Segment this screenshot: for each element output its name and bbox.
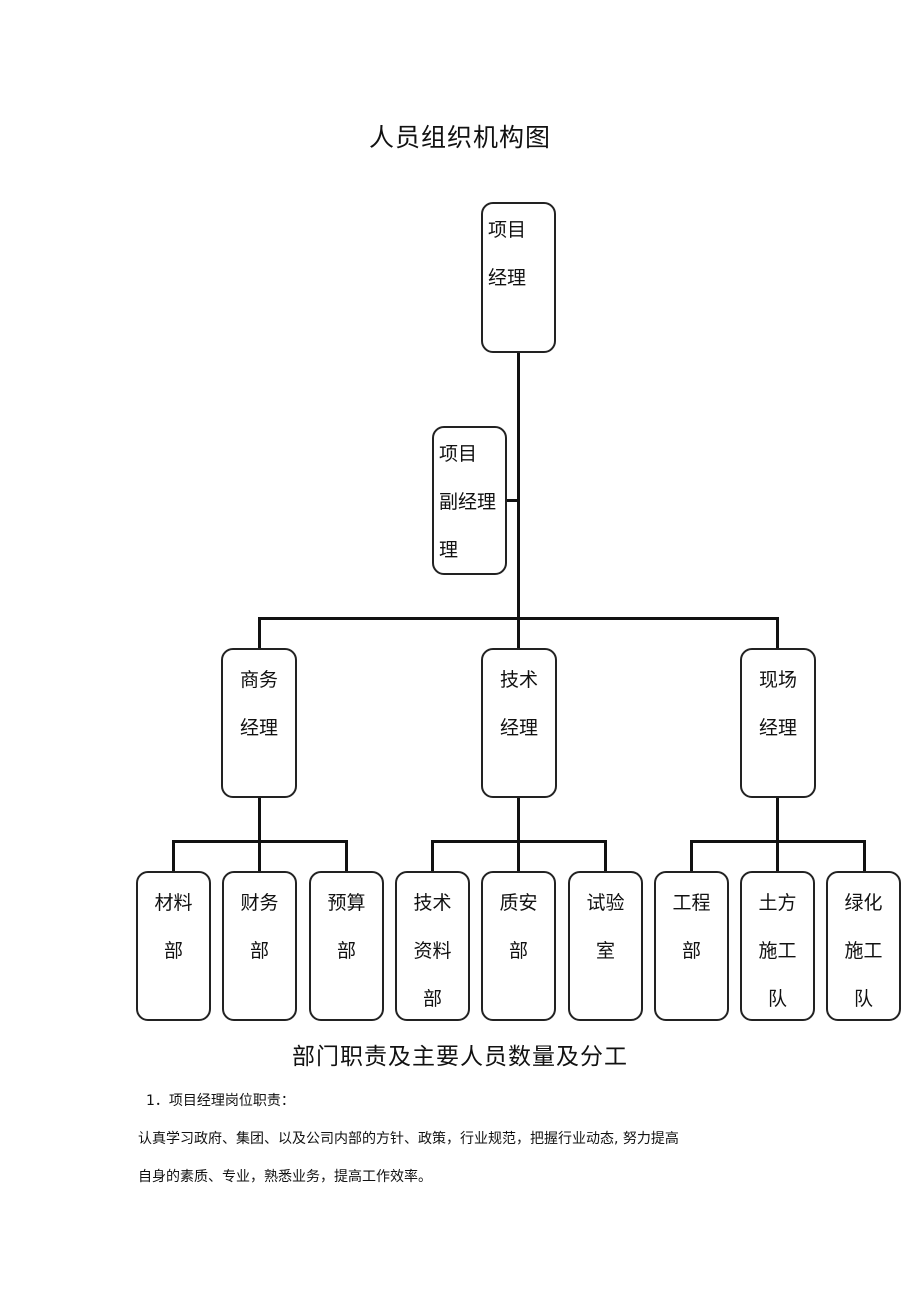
node-label-line: 土方 — [758, 892, 797, 914]
duty-heading: 1．项目经理岗位职责： — [146, 1093, 295, 1109]
node-label-line: 质安 — [499, 892, 538, 914]
connector-deputy — [506, 499, 519, 502]
connector-dept-3 — [345, 840, 348, 872]
node-project-manager: 项目 经理 — [481, 202, 556, 353]
connector-dept-9 — [863, 840, 866, 872]
node-label-line: 部 — [681, 940, 701, 962]
node-label-line: 项目 — [488, 219, 527, 241]
node-label-line: 技术 — [413, 892, 452, 914]
node-greening-team: 绿化 施工 队 — [826, 871, 901, 1021]
node-budget-dept: 预算 部 — [309, 871, 384, 1021]
node-label-line: 部 — [249, 940, 269, 962]
node-label-line: 理 — [439, 539, 459, 561]
node-site-manager: 现场 经理 — [740, 648, 816, 798]
node-label-line: 资料 — [413, 940, 452, 962]
connector-manager-3 — [776, 617, 779, 649]
connector-dept-8 — [776, 840, 779, 872]
connector-top-vertical — [517, 352, 520, 620]
connector-group-2-vertical — [517, 797, 520, 842]
node-label-line: 绿化 — [844, 892, 883, 914]
connector-dept-7 — [690, 840, 693, 872]
page-title: 人员组织机构图 — [368, 123, 551, 152]
connector-dept-6 — [604, 840, 607, 872]
node-lab: 试验 室 — [568, 871, 643, 1021]
node-label-line: 技术 — [499, 669, 538, 691]
node-materials-dept: 材料 部 — [136, 871, 211, 1021]
duty-text-line: 认真学习政府、集团、以及公司内部的方针、政策，行业规范，把握行业动态, 努力提高 — [138, 1131, 679, 1147]
node-label-line: 副经理 — [439, 491, 497, 513]
node-label-line: 部 — [336, 940, 356, 962]
connector-dept-2 — [258, 840, 261, 872]
connector-group-1-vertical — [258, 797, 261, 842]
node-label-line: 施工 — [758, 940, 797, 962]
node-label-line: 室 — [595, 940, 615, 962]
node-technical-manager: 技术 经理 — [481, 648, 557, 798]
node-label-line: 预算 — [327, 892, 366, 914]
node-label-line: 部 — [508, 940, 528, 962]
node-label-line: 施工 — [844, 940, 883, 962]
node-label-line: 经理 — [239, 717, 278, 739]
node-earthwork-team: 土方 施工 队 — [740, 871, 815, 1021]
duty-text-line: 自身的素质、专业，熟悉业务，提高工作效率。 — [138, 1169, 432, 1185]
node-label-line: 部 — [163, 940, 183, 962]
node-label-line: 经理 — [758, 717, 797, 739]
node-label-line: 部 — [422, 988, 442, 1010]
node-engineering-dept: 工程 部 — [654, 871, 729, 1021]
node-label-line: 队 — [767, 988, 787, 1010]
connector-manager-1 — [258, 617, 261, 649]
section-title: 部门职责及主要人员数量及分工 — [292, 1044, 628, 1070]
node-label-line: 材料 — [154, 892, 193, 914]
node-label-line: 财务 — [240, 892, 279, 914]
node-business-manager: 商务 经理 — [221, 648, 297, 798]
node-finance-dept: 财务 部 — [222, 871, 297, 1021]
node-label-line: 经理 — [499, 717, 538, 739]
connector-manager-2 — [517, 617, 520, 649]
connector-group-3-vertical — [776, 797, 779, 842]
node-label-line: 队 — [853, 988, 873, 1010]
connector-dept-5 — [517, 840, 520, 872]
node-quality-safety-dept: 质安 部 — [481, 871, 556, 1021]
node-label-line: 工程 — [672, 892, 711, 914]
org-chart: 项目 经理 项目 副经理 理 商务 经理 技术 经理 现场 经理 材料 部 财务… — [136, 202, 901, 1021]
connector-dept-1 — [172, 840, 175, 872]
node-label-line: 项目 — [439, 443, 478, 465]
node-label-line: 商务 — [239, 669, 278, 691]
node-deputy-manager: 项目 副经理 理 — [432, 426, 507, 575]
node-label-line: 现场 — [758, 669, 797, 691]
node-tech-docs-dept: 技术 资料 部 — [395, 871, 470, 1021]
node-label-line: 试验 — [586, 892, 625, 914]
connector-dept-4 — [431, 840, 434, 872]
node-label-line: 经理 — [488, 267, 527, 289]
